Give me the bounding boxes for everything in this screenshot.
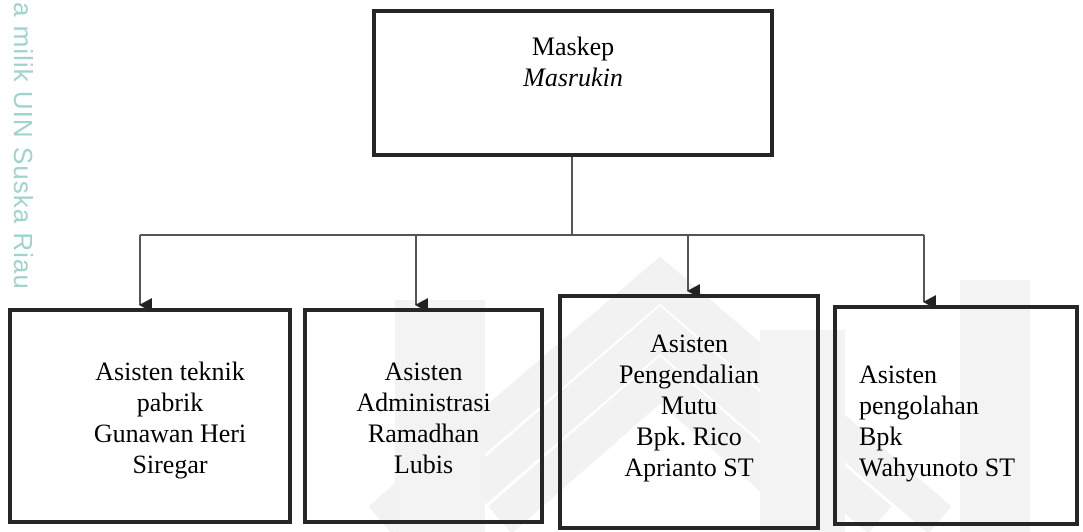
box-line: Administrasi xyxy=(356,388,491,417)
box-asisten-teknik: Asisten teknik pabrik Gunawan Heri Sireg… xyxy=(8,308,292,524)
box-line: pabrik xyxy=(136,388,204,417)
box-line: Bpk. Rico xyxy=(636,422,742,451)
box-asisten-pengendalian-mutu-text: Asisten Pengendalian Mutu Bpk. Rico Apri… xyxy=(562,328,816,483)
box-line: Gunawan Heri xyxy=(93,419,247,448)
box-maskep: Maskep Masrukin xyxy=(372,9,774,157)
box-maskep-text: Maskep Masrukin xyxy=(376,31,770,93)
box-asisten-pengendalian-mutu: Asisten Pengendalian Mutu Bpk. Rico Apri… xyxy=(558,294,820,530)
box-asisten-administrasi: Asisten Administrasi Ramadhan Lubis xyxy=(303,308,544,524)
box-line: Pengendalian xyxy=(618,360,760,389)
box-line: Bpk xyxy=(859,422,903,451)
box-asisten-teknik-text: Asisten teknik pabrik Gunawan Heri Sireg… xyxy=(52,356,288,480)
box-line: Siregar xyxy=(132,450,208,479)
box-line: Asisten teknik xyxy=(95,357,245,386)
box-line: Aprianto ST xyxy=(624,453,754,482)
box-line: Mutu xyxy=(660,391,718,420)
box-maskep-title: Maskep xyxy=(531,32,615,61)
box-asisten-pengolahan-text: Asisten pengolahan Bpk Wahyunoto ST xyxy=(859,359,1075,483)
box-asisten-administrasi-text: Asisten Administrasi Ramadhan Lubis xyxy=(307,356,540,480)
box-line: Wahyunoto ST xyxy=(859,453,1016,482)
box-line: Asisten xyxy=(384,357,463,386)
box-line: Lubis xyxy=(393,450,454,479)
box-maskep-name: Masrukin xyxy=(523,63,623,92)
box-line: pengolahan xyxy=(859,391,979,420)
box-line: Ramadhan xyxy=(367,419,480,448)
box-line: Asisten xyxy=(859,360,937,389)
box-line: Asisten xyxy=(650,329,728,358)
box-asisten-pengolahan: Asisten pengolahan Bpk Wahyunoto ST xyxy=(833,305,1079,526)
